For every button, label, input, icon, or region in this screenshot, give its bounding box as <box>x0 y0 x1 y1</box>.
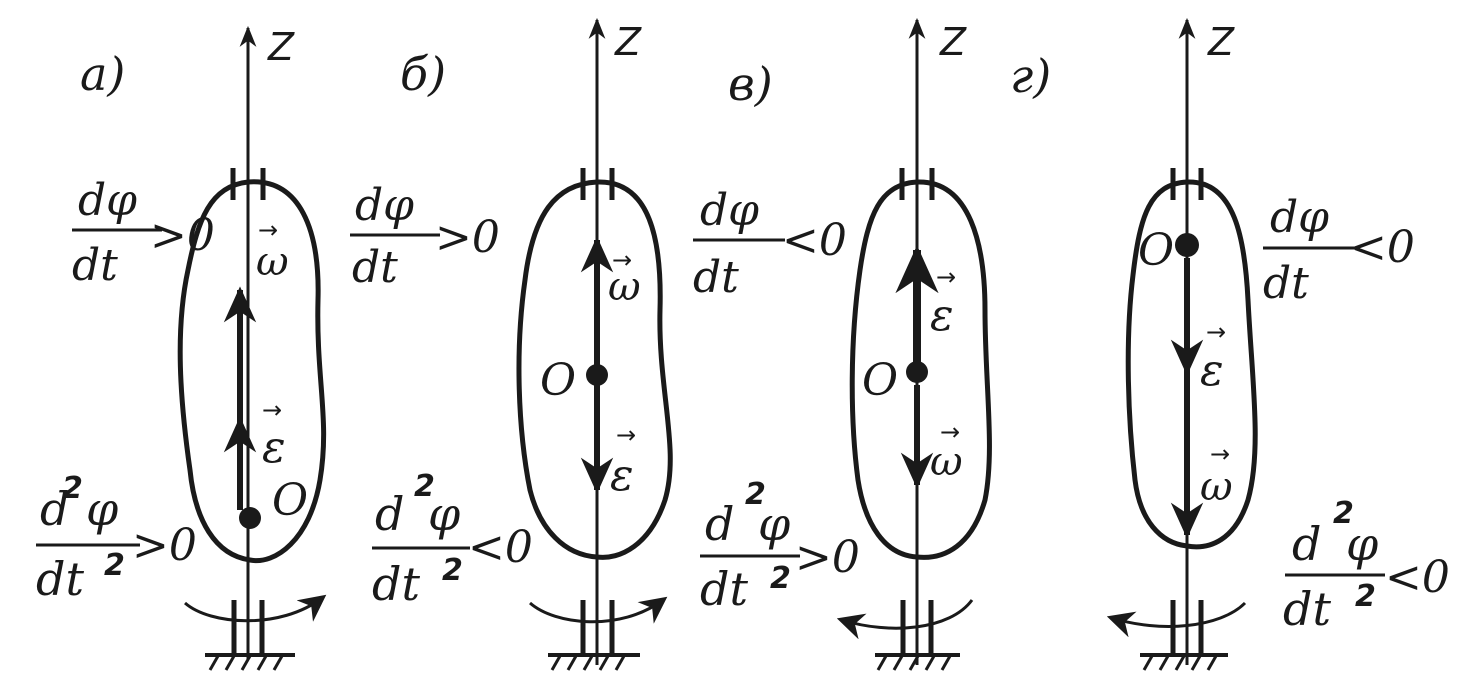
rotation-arrow <box>184 594 327 623</box>
second-deriv-rel: <0 <box>468 522 533 573</box>
second-deriv-den: dt <box>1283 582 1331 636</box>
point-o-label: O <box>1138 225 1174 276</box>
second-derivative: d 2 φ dt 2 <0 <box>372 469 533 611</box>
epsilon-arrow-mark: → <box>262 396 282 424</box>
epsilon-arrow-mark: → <box>616 421 636 449</box>
first-deriv-den: dt <box>352 242 398 293</box>
first-derivative: dφ dt >0 <box>350 180 500 293</box>
omega-label: ω <box>1200 464 1233 510</box>
second-deriv-den: dt <box>700 562 748 616</box>
epsilon-arrow-mark: → <box>1206 318 1226 346</box>
ground-hatch <box>876 655 952 671</box>
second-deriv-rel: >0 <box>132 520 197 571</box>
z-axis-label: Z <box>267 25 295 69</box>
second-deriv-num2: φ <box>758 497 791 551</box>
panel-b: б) Z O ω → ε → dφ dt >0 d 2 φ <box>350 17 673 671</box>
rigid-body-outline <box>177 179 327 564</box>
ground-hatch <box>550 655 626 671</box>
ground-hatch <box>208 655 284 671</box>
first-deriv-num: dφ <box>355 180 414 231</box>
first-deriv-rel: >0 <box>435 212 500 263</box>
first-deriv-rel: >0 <box>150 210 215 261</box>
first-derivative: dφ dt <0 <box>693 185 847 303</box>
omega-arrow-mark: → <box>258 216 278 244</box>
omega-label: ω <box>608 264 641 310</box>
epsilon-label: ε <box>610 450 634 501</box>
rotation-arrow <box>1106 601 1247 638</box>
z-axis-label: Z <box>939 20 967 64</box>
second-deriv-den-sup: 2 <box>104 548 125 583</box>
point-o <box>586 364 608 386</box>
rigid-body-outline <box>516 179 673 560</box>
point-o-label: O <box>540 355 576 406</box>
first-deriv-num: dφ <box>78 175 137 226</box>
first-derivative: dφ dt >0 <box>72 175 215 291</box>
second-deriv-rel: >0 <box>795 532 860 583</box>
rotation-arrow <box>836 599 974 640</box>
second-derivative: d 2 φ dt 2 >0 <box>36 471 197 606</box>
second-deriv-sup: 2 <box>745 477 766 512</box>
first-deriv-den: dt <box>693 252 739 303</box>
panel-label: г) <box>1010 49 1051 103</box>
rigid-body-outline <box>849 179 992 560</box>
panel-a: а) Z O ω → ε → dφ dt <box>36 25 327 671</box>
point-o <box>906 361 928 383</box>
second-deriv-rel: <0 <box>1385 552 1450 603</box>
epsilon-label: ε <box>930 290 954 341</box>
second-deriv-den: dt <box>36 552 84 606</box>
ground-hatch <box>1142 655 1218 671</box>
second-derivative: d 2 φ dt 2 >0 <box>700 477 860 616</box>
z-axis-label: Z <box>1207 20 1235 64</box>
first-deriv-rel: <0 <box>782 215 847 266</box>
first-deriv-num: dφ <box>1270 192 1329 243</box>
second-deriv-num2: φ <box>86 482 119 536</box>
second-deriv-den: dt <box>372 557 420 611</box>
second-deriv-den-sup: 2 <box>442 553 463 588</box>
first-deriv-rel: <0 <box>1350 222 1415 273</box>
panel-c: в) Z O ε → ω → dφ dt <0 d 2 φ <box>693 17 992 671</box>
epsilon-label: ε <box>262 422 286 473</box>
point-o <box>239 507 261 529</box>
second-deriv-sup: 2 <box>1333 496 1354 531</box>
panel-label: б) <box>400 47 446 101</box>
panel-d: г) Z O ε → ω → dφ dt <0 d 2 φ <box>1010 17 1450 671</box>
rotation-arrow <box>529 596 668 624</box>
second-derivative: d 2 φ dt 2 <0 <box>1283 496 1450 636</box>
second-deriv-num2: φ <box>428 487 461 541</box>
omega-label: ω <box>930 439 963 485</box>
second-deriv-num: d <box>705 497 734 551</box>
second-deriv-sup: 2 <box>62 471 83 506</box>
second-deriv-num: d <box>375 487 404 541</box>
omega-label: ω <box>256 239 289 285</box>
second-deriv-den-sup: 2 <box>1355 579 1376 614</box>
epsilon-arrow-mark: → <box>936 263 956 291</box>
first-derivative: dφ dt <0 <box>1263 192 1415 309</box>
second-deriv-den-sup: 2 <box>770 561 791 596</box>
point-o-label: O <box>272 475 308 526</box>
rigid-body-outline <box>1125 179 1258 550</box>
first-deriv-den: dt <box>1263 258 1309 309</box>
point-o-label: O <box>862 355 898 406</box>
second-deriv-sup: 2 <box>414 469 435 504</box>
omega-arrow-mark: → <box>940 418 960 446</box>
omega-arrow-mark: → <box>1210 440 1230 468</box>
second-deriv-num: d <box>40 482 69 536</box>
second-deriv-num2: φ <box>1346 517 1379 571</box>
omega-arrow-mark: → <box>612 246 632 274</box>
panel-label: а) <box>80 47 125 101</box>
z-axis-label: Z <box>614 20 642 64</box>
epsilon-label: ε <box>1200 345 1224 396</box>
point-o <box>1175 233 1199 257</box>
panel-label: в) <box>728 57 773 111</box>
first-deriv-num: dφ <box>700 185 759 236</box>
first-deriv-den: dt <box>72 240 118 291</box>
second-deriv-num: d <box>1292 517 1321 571</box>
